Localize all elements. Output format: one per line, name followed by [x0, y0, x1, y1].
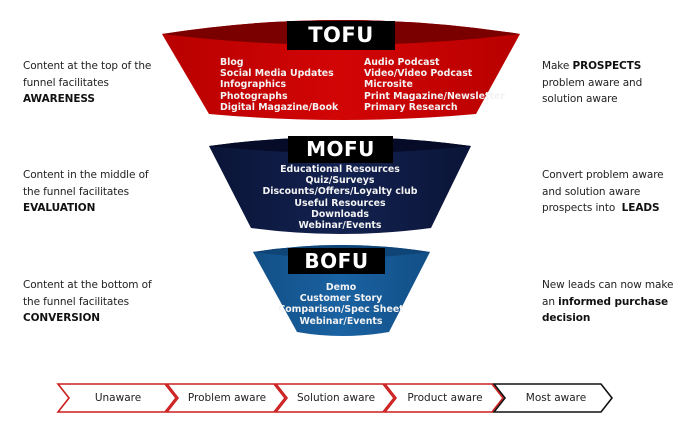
tofu-item: Digital Magazine/Book [220, 101, 339, 113]
mofu-item: Quiz/Surveys [305, 175, 375, 187]
awareness-step-problem-aware: Problem aware [187, 392, 267, 404]
awareness-chevron-most-aware [492, 383, 614, 413]
stage-goal-awareness: AWARENESS [23, 93, 95, 105]
description-line: Convert problem aware [542, 169, 664, 181]
description-line: Content at the top of the [23, 60, 152, 72]
bofu-title-label: BOFU [288, 248, 385, 274]
tofu-item: Microsite [364, 79, 413, 91]
stage-goal-conversion: CONVERSION [23, 312, 100, 324]
bofu-items: Demo Customer Story Comparison/Spec Shee… [262, 282, 420, 327]
description-line: and solution aware [542, 185, 641, 198]
awareness-step-unaware: Unaware [94, 392, 142, 404]
tofu-items-left: Blog Social Media Updates Infographics P… [220, 57, 338, 113]
mofu-items: Educational Resources Quiz/Surveys Disco… [240, 164, 440, 231]
description-line: funnel facilitates [23, 76, 109, 89]
description-line: the funnel facilitates [23, 295, 129, 308]
awareness-step-most-aware: Most aware [525, 392, 587, 404]
awareness-step-product-aware: Product aware [407, 392, 483, 404]
tofu-item: Blog [220, 57, 244, 68]
decision-emphasis: decision [542, 312, 591, 324]
stage-goal-evaluation: EVALUATION [23, 202, 96, 214]
mofu-right-description: Convert problem aware and solution aware… [542, 167, 664, 217]
awareness-chevron-product-aware [383, 383, 505, 413]
prospects-emphasis: PROSPECTS [572, 60, 642, 72]
bofu-item: Demo [325, 282, 357, 293]
awareness-chevron-unaware [56, 383, 178, 413]
mofu-item: Educational Resources [280, 164, 400, 175]
tofu-items-right: Audio Podcast Video/Video Podcast Micros… [364, 57, 505, 113]
tofu-left-description: Content at the top of the funnel facilit… [23, 58, 151, 108]
mofu-item: Useful Resources [294, 197, 386, 209]
description-line: solution aware [542, 93, 618, 105]
mofu-item: Webinar/Events [298, 220, 382, 232]
tofu-item: Photographs [220, 90, 288, 102]
description-line: Content in the middle of [23, 169, 149, 181]
informed-purchase-emphasis: informed purchase [558, 295, 669, 308]
description-line: the funnel facilitates [23, 185, 129, 198]
description-text: an [542, 295, 559, 308]
bofu-right-description: New leads can now make an informed purch… [542, 277, 673, 327]
description-line: problem aware and [542, 76, 643, 89]
description-text: prospects into [542, 202, 622, 214]
description-line: Content at the bottom of [23, 279, 152, 291]
mofu-body [209, 137, 471, 234]
tofu-item: Video/Video Podcast [364, 68, 473, 80]
tofu-right-description: Make PROSPECTS problem aware and solutio… [542, 58, 642, 108]
description-line: New leads can now make [542, 279, 674, 291]
tofu-item: Primary Research [364, 101, 458, 113]
description-text: Make [542, 60, 573, 72]
mofu-left-description: Content in the middle of the funnel faci… [23, 167, 149, 217]
mofu-title-label: MOFU [288, 136, 393, 163]
awareness-step-solution-aware: Solution aware [296, 392, 376, 404]
tofu-body [162, 20, 520, 120]
tofu-item: Audio Podcast [364, 57, 440, 68]
awareness-chevron-problem-aware [165, 383, 287, 413]
bofu-item: Customer Story [299, 293, 383, 305]
bofu-item: Webinar/Events [299, 315, 383, 327]
tofu-item: Social Media Updates [220, 68, 334, 80]
mofu-item: Discounts/Offers/Loyalty club [262, 186, 418, 198]
bofu-item: Comparison/Spec Sheet [278, 304, 404, 316]
awareness-chevron-row [56, 383, 614, 413]
tofu-item: Infographics [220, 79, 287, 91]
mofu-item: Downloads [311, 208, 369, 220]
awareness-chevron-solution-aware [274, 383, 396, 413]
bofu-left-description: Content at the bottom of the funnel faci… [23, 277, 152, 327]
leads-emphasis: LEADS [621, 202, 660, 214]
tofu-title-label: TOFU [287, 21, 395, 50]
tofu-item: Print Magazine/Newsletter [364, 90, 505, 102]
